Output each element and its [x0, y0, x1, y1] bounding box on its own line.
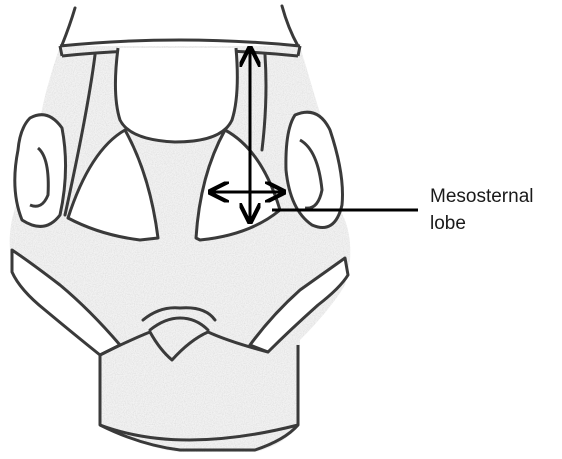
prosternal-plate	[115, 48, 237, 142]
label-line-2: lobe	[430, 213, 466, 234]
left-coxa	[15, 115, 66, 227]
label-line-1: Mesosternal	[430, 186, 534, 207]
